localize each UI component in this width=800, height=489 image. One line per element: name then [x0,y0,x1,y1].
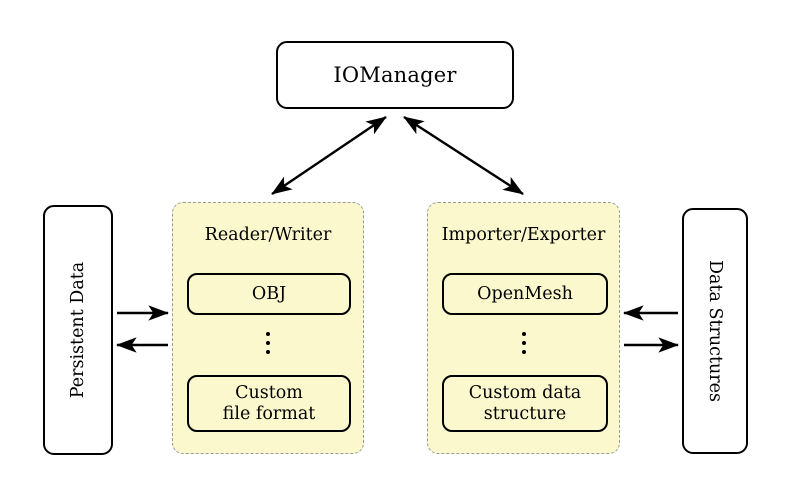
importer-exporter-item-custom-line1: Custom data [468,382,582,403]
data-structures-box[interactable]: Data Structures [682,208,748,454]
arrow-manager-readerwriter [271,116,387,195]
reader-writer-title: Reader/Writer [204,225,332,245]
importer-exporter-title: Importer/Exporter [441,225,606,245]
arrow-manager-importerexporter [403,115,524,196]
persistent-data-box[interactable]: Persistent Data [43,205,113,455]
importer-exporter-ellipsis-icon [428,327,619,359]
importer-exporter-panel[interactable]: Importer/Exporter OpenMesh Custom data s… [427,202,620,454]
iomanager-box[interactable]: IOManager [276,41,514,109]
data-structures-label: Data Structures [705,260,725,402]
reader-writer-item-obj-label: OBJ [251,283,287,304]
reader-writer-panel[interactable]: Reader/Writer OBJ Custom file format [172,202,364,454]
reader-writer-item-custom-line1: Custom [235,382,303,403]
reader-writer-item-custom-line2: file format [222,403,316,424]
iomanager-label: IOManager [333,63,457,87]
importer-exporter-item-openmesh-label: OpenMesh [477,283,573,304]
reader-writer-item-obj[interactable]: OBJ [187,273,351,315]
reader-writer-ellipsis-icon [173,327,363,359]
importer-exporter-item-openmesh[interactable]: OpenMesh [442,273,608,315]
reader-writer-item-custom-file-format[interactable]: Custom file format [187,375,351,432]
persistent-data-label: Persistent Data [68,261,88,399]
importer-exporter-item-custom-line2: structure [483,403,567,424]
importer-exporter-item-custom-data-structure[interactable]: Custom data structure [442,375,608,432]
